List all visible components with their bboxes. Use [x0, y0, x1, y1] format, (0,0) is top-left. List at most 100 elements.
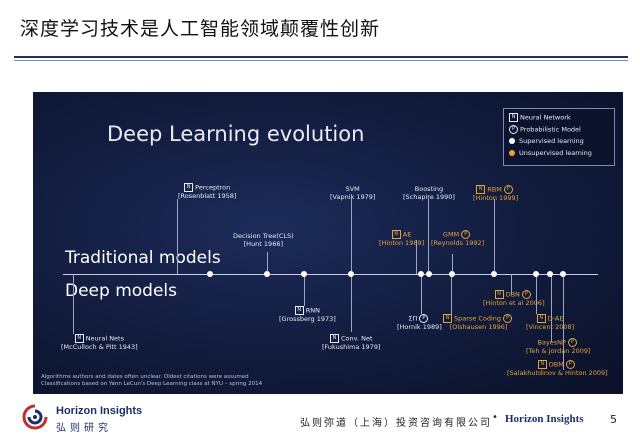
node-name: ΣΠ — [408, 314, 418, 323]
node-ref: [Teh & Jordan 2009] — [526, 347, 591, 355]
traditional-models-heading: Traditional models — [65, 248, 221, 268]
footnote-line: Algorithms authors and dates often uncle… — [41, 374, 249, 380]
node-ref: [McCulloch & Pitt 1943] — [61, 343, 138, 351]
footnote-line: Classifications based on Yann LeCun's De… — [41, 381, 263, 387]
node-ref: [Hinton 1999] — [473, 194, 519, 202]
node-name: Conv. Net — [340, 334, 373, 343]
node-name: SVM — [345, 185, 360, 193]
connector — [421, 274, 422, 314]
timeline-dot — [301, 271, 307, 277]
title-divider-thin — [14, 60, 628, 61]
node-ref: [Schapire 1990] — [403, 193, 455, 201]
timeline-dot — [449, 271, 455, 277]
node-bayesnp: BayesNP P [Teh & Jordan 2009] — [526, 338, 591, 355]
timeline-axis — [63, 274, 598, 275]
connector — [494, 199, 495, 274]
node-name: Perceptron — [195, 183, 231, 192]
neural-network-icon: N — [537, 360, 547, 369]
node-ref: [Hornik 1989] — [397, 323, 442, 331]
neural-network-icon: N — [443, 314, 452, 323]
node-name: DBN — [505, 290, 520, 299]
connector — [451, 274, 452, 314]
node-ref: [Vincent 2008] — [526, 323, 575, 331]
probabilistic-model-icon: P — [509, 125, 518, 134]
brand-name-chinese: 弘则研究 — [56, 423, 112, 434]
connector — [511, 274, 512, 294]
legend-neural-label: Neural Network — [520, 113, 571, 122]
unsupervised-dot-icon — [509, 150, 515, 156]
connector — [177, 199, 178, 274]
deep-models-heading: Deep models — [65, 281, 177, 301]
footer-brand: Horizon Insights — [505, 413, 584, 425]
node-decision-tree: Decision Tree(CLS) [Hunt 1966] — [233, 232, 294, 248]
title-divider — [14, 56, 628, 58]
node-ref: [Reynolds 1992] — [431, 239, 485, 247]
connector — [428, 199, 429, 274]
node-gmm: GMM P [Reynolds 1992] — [431, 230, 484, 247]
neural-network-icon: N — [184, 183, 194, 192]
timeline-dot — [533, 271, 539, 277]
probabilistic-model-icon: P — [419, 314, 429, 323]
connector — [73, 274, 74, 334]
neural-network-icon: N — [329, 334, 339, 343]
timeline-dot — [207, 271, 213, 277]
node-ref: [Hunt 1966] — [243, 240, 283, 248]
node-name: Boosting — [414, 185, 444, 193]
timeline-dot — [418, 271, 424, 277]
timeline-dot — [547, 271, 553, 277]
connector — [452, 254, 453, 274]
legend-unsupervised: Unsupervised learning — [509, 149, 592, 157]
legend-unsupervised-label: Unsupervised learning — [519, 149, 592, 157]
node-ref: [Vapnik 1979] — [330, 193, 376, 201]
page-number: 5 — [610, 413, 617, 426]
connector — [351, 199, 352, 274]
probabilistic-model-icon: P — [568, 338, 578, 347]
node-name: BayesNP — [537, 338, 566, 347]
node-ref: [Hinton 1989] — [379, 239, 425, 247]
neural-network-icon: N — [294, 306, 304, 315]
supervised-dot-icon — [509, 138, 515, 144]
node-ref: [Grossberg 1973] — [279, 315, 336, 323]
legend-probabilistic-label: Probabilistic Model — [520, 125, 581, 134]
neural-network-icon: N — [536, 314, 546, 323]
probabilistic-model-icon: P — [565, 360, 575, 369]
neural-network-icon: N — [74, 334, 84, 343]
horizon-logo-icon — [22, 404, 48, 430]
slide-footnote: Algorithms authors and dates often uncle… — [41, 374, 262, 388]
node-name: D-AE — [547, 314, 564, 323]
node-ref: [Fukushima 1979] — [322, 343, 381, 351]
probabilistic-model-icon: P — [461, 230, 471, 239]
connector — [563, 274, 564, 370]
node-ref: [Olshausen 1996] — [449, 323, 508, 331]
node-name: GMM — [442, 230, 460, 239]
node-svm: SVM [Vapnik 1979] — [330, 185, 375, 201]
node-sum-product: ΣΠ P [Hornik 1989] — [397, 314, 442, 331]
node-name: AE — [402, 230, 412, 239]
node-ref: [Rosenblatt 1958] — [178, 192, 237, 200]
timeline-dot — [491, 271, 497, 277]
connector — [416, 240, 417, 274]
footer-company: 弘则弥道（上海）投资咨询有限公司 — [300, 418, 492, 429]
neural-network-icon: N — [391, 230, 401, 239]
timeline-dot — [264, 271, 270, 277]
node-name: RNN — [305, 306, 321, 315]
brand-name: Horizon Insights — [56, 405, 143, 417]
node-ref: [Salakhutdinov & Hinton 2009] — [507, 369, 608, 377]
legend-supervised: Supervised learning — [509, 137, 584, 145]
node-name: DBM — [548, 360, 564, 369]
neural-network-icon: N — [476, 185, 486, 194]
